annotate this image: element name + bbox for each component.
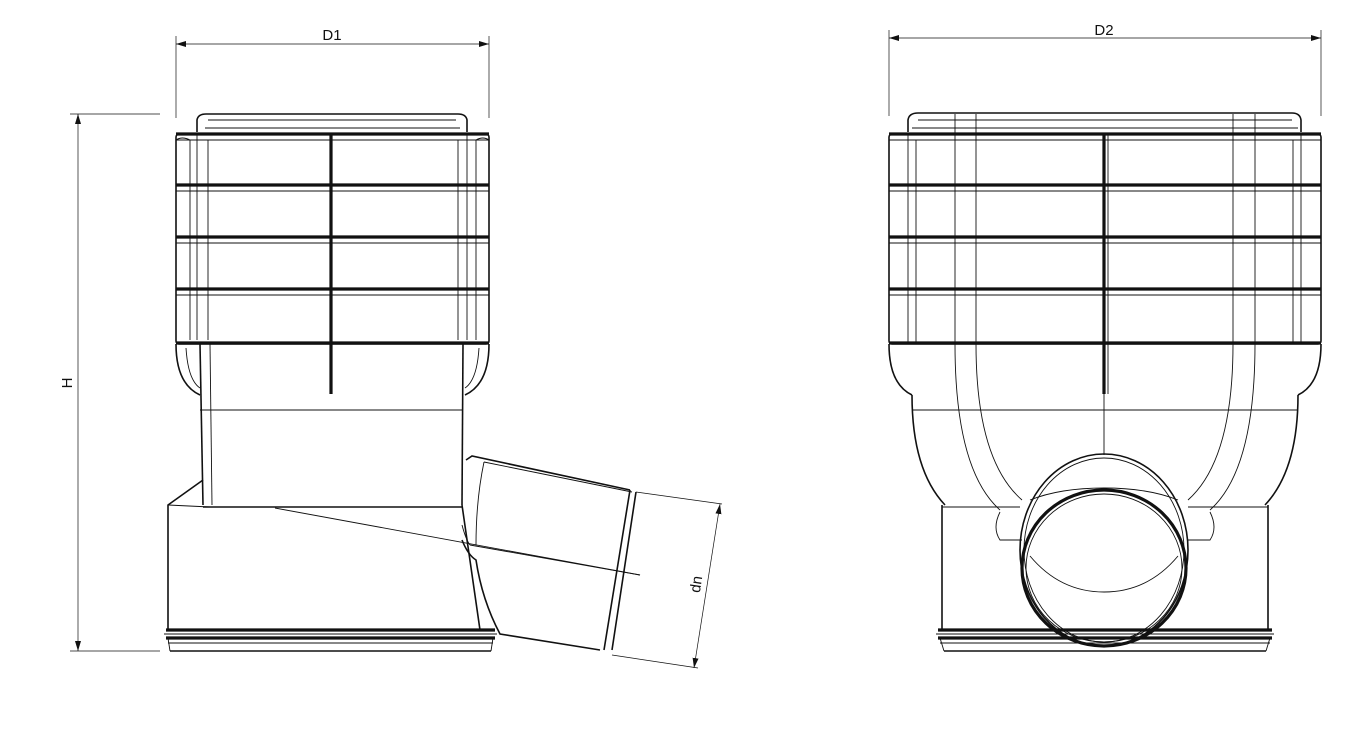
- riser: [199, 343, 464, 508]
- dimension-h: H: [59, 113, 160, 652]
- dimension-label-h: H: [59, 378, 76, 389]
- ribbed-body: [175, 132, 490, 394]
- front-ribbed-body: [888, 114, 1322, 394]
- front-view: D2: [888, 22, 1322, 652]
- dimension-dn: dn: [611, 491, 723, 669]
- dimension-label-d2: D2: [1094, 22, 1113, 39]
- front-base: [936, 505, 1274, 652]
- dimension-label-dn: dn: [687, 575, 706, 594]
- front-outlet-circle: [1019, 453, 1189, 648]
- dimension-label-d1: D1: [322, 27, 341, 44]
- shoulder: [175, 343, 490, 396]
- front-shoulders: [888, 343, 1322, 541]
- side-view: D1 H: [59, 27, 723, 669]
- front-top-cap: [907, 112, 1302, 132]
- base: [164, 479, 641, 652]
- dimension-d2: D2: [888, 22, 1322, 116]
- outlet-pipe: [461, 455, 641, 651]
- top-cap: [196, 113, 468, 132]
- dimension-d1: D1: [175, 27, 490, 118]
